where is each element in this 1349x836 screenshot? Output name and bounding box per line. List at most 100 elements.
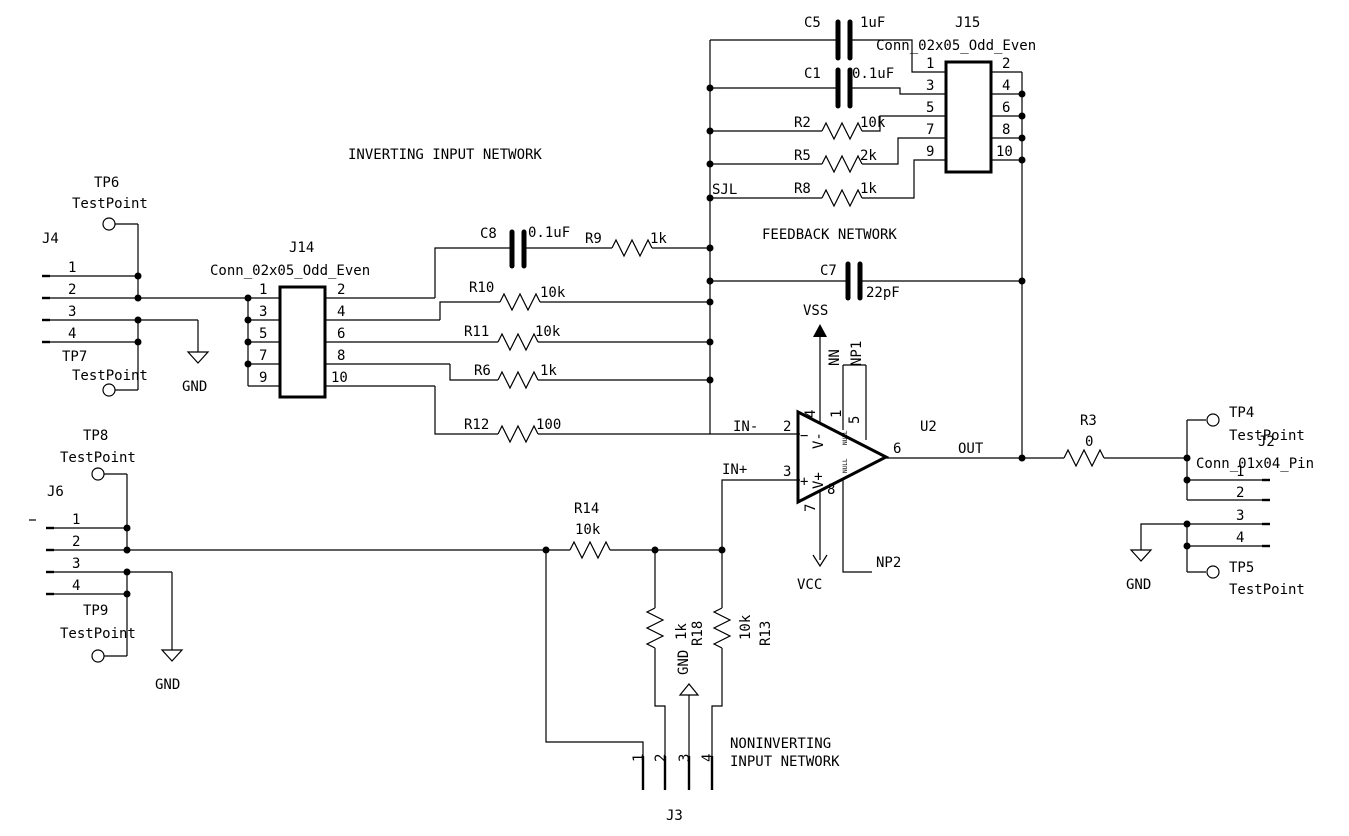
r2-value: 10k xyxy=(860,115,886,131)
tp7-reference: TP7 xyxy=(62,349,87,365)
testpoint-tp5: TP5 TestPoint xyxy=(1206,560,1305,598)
j2-pin-3: 3 xyxy=(1236,508,1244,524)
opamp-vminus-label: V- xyxy=(811,432,827,449)
tp7-value: TestPoint xyxy=(72,368,148,384)
testpoint-tp6: TP6 TestPoint xyxy=(72,175,148,231)
j14-pin-8: 8 xyxy=(337,348,345,364)
tp5-reference: TP5 xyxy=(1229,560,1254,576)
c8-reference: C8 xyxy=(480,226,497,242)
opamp-vplus-label: V+ xyxy=(811,472,827,489)
j14-pin-5: 5 xyxy=(259,326,267,342)
j3-pin-4: 4 xyxy=(700,754,716,762)
j14-pin-10: 10 xyxy=(331,370,348,386)
c5-reference: C5 xyxy=(804,15,821,31)
testpoint-tp9: TP9 TestPoint xyxy=(60,603,136,663)
j15-value: Conn_02x05_Odd_Even xyxy=(876,38,1036,54)
r12-reference: R12 xyxy=(464,417,489,433)
j14-pin-4: 4 xyxy=(337,304,345,320)
connector-j14: J14 Conn_02x05_Odd_Even 1 3 5 7 9 2 4 6 … xyxy=(210,240,450,399)
u2-reference: U2 xyxy=(920,419,937,435)
r3-reference: R3 xyxy=(1080,413,1097,429)
r9-reference: R9 xyxy=(585,231,602,247)
title-noninverting-network-line1: NONINVERTING xyxy=(730,736,831,752)
tp6-reference: TP6 xyxy=(94,175,119,191)
gnd-label-j4: GND xyxy=(182,379,207,395)
opamp-pin-6: 6 xyxy=(893,441,901,457)
c5-value: 1uF xyxy=(860,15,885,31)
tp5-value: TestPoint xyxy=(1229,582,1305,598)
r18-reference: R18 xyxy=(690,621,706,646)
j3-pin-3: 3 xyxy=(677,754,693,762)
r14-reference: R14 xyxy=(574,501,599,517)
connector-j15: J15 Conn_02x05_Odd_Even 1 3 5 7 9 2 4 6 … xyxy=(876,15,1036,174)
testpoint-tp8: TP8 TestPoint xyxy=(60,428,136,481)
j15-pin-6: 6 xyxy=(1002,100,1010,116)
j2-pin-4: 4 xyxy=(1236,530,1244,546)
r2-reference: R2 xyxy=(794,115,811,131)
j15-pin-7: 7 xyxy=(926,122,934,138)
opamp-pin-4: 4 xyxy=(803,410,819,418)
j6-pin-2: 2 xyxy=(72,534,80,550)
j14-pin-7: 7 xyxy=(259,348,267,364)
tp4-reference: TP4 xyxy=(1229,405,1254,421)
c1-value: 0.1uF xyxy=(852,66,894,82)
r10-reference: R10 xyxy=(469,280,494,296)
c8-value: 0.1uF xyxy=(528,225,570,241)
tp6-value: TestPoint xyxy=(72,196,148,212)
title-inverting-network: INVERTING INPUT NETWORK xyxy=(348,147,542,163)
c7-value: 22pF xyxy=(866,285,900,301)
opamp-minus-sign: − xyxy=(800,428,808,444)
j4-pin-4: 4 xyxy=(68,326,76,342)
r11-reference: R11 xyxy=(464,324,489,340)
j2-value: Conn_01x04_Pin xyxy=(1196,456,1314,472)
opamp-pin-7: 7 xyxy=(803,504,819,512)
net-label-nn: NN xyxy=(827,349,843,366)
title-feedback-network: FEEDBACK NETWORK xyxy=(762,227,897,243)
j15-pin-3: 3 xyxy=(926,78,934,94)
opamp-pin-5: 5 xyxy=(847,416,863,424)
opamp-null-label-top: NULL xyxy=(842,430,849,445)
r8-value: 1k xyxy=(860,181,877,197)
connector-j6: J6 1 2 3 4 xyxy=(29,484,546,596)
opamp-pin-8: 8 xyxy=(827,482,835,498)
r13-value: 10k xyxy=(738,614,754,640)
net-label-sjl: SJL xyxy=(712,182,737,198)
opamp-pin-3: 3 xyxy=(783,464,791,480)
j14-pin-2: 2 xyxy=(337,282,345,298)
j14-reference: J14 xyxy=(289,240,314,256)
r9-value: 1k xyxy=(650,231,667,247)
gnd-label-j2: GND xyxy=(1126,577,1151,593)
j15-pin-8: 8 xyxy=(1002,122,1010,138)
net-label-in-plus: IN+ xyxy=(722,462,747,478)
tp8-value: TestPoint xyxy=(60,450,136,466)
j2-pin-2: 2 xyxy=(1236,485,1244,501)
gnd-symbol-j2: GND xyxy=(1126,523,1158,593)
r12-value: 100 xyxy=(536,417,561,433)
j15-pin-9: 9 xyxy=(926,144,934,160)
j14-pin-1: 1 xyxy=(259,282,267,298)
r3-value: 0 xyxy=(1085,434,1093,450)
opamp-null-label-bottom: NULL xyxy=(842,458,849,473)
tp4-value: TestPoint xyxy=(1229,428,1305,444)
j15-pin-2: 2 xyxy=(1002,56,1010,72)
net-label-out: OUT xyxy=(958,441,984,457)
opamp-pin-2: 2 xyxy=(783,419,791,435)
j2-pin-1: 1 xyxy=(1236,464,1244,480)
j14-value: Conn_02x05_Odd_Even xyxy=(210,263,370,279)
r6-reference: R6 xyxy=(474,363,491,379)
gnd-label-j3: GND xyxy=(676,650,692,675)
net-label-np2: NP2 xyxy=(876,555,901,571)
connector-j2: J2 Conn_01x04_Pin 1 2 3 4 xyxy=(1158,419,1314,548)
r5-reference: R5 xyxy=(794,148,811,164)
j15-pin-4: 4 xyxy=(1002,78,1010,94)
j6-pin-3: 3 xyxy=(72,556,80,572)
j6-reference: J6 xyxy=(47,484,64,500)
r10-value: 10k xyxy=(540,285,566,301)
testpoint-tp7: TP7 TestPoint xyxy=(62,349,148,397)
tp8-reference: TP8 xyxy=(83,428,108,444)
tp9-value: TestPoint xyxy=(60,626,136,642)
connector-j4: J4 1 2 3 4 xyxy=(42,231,248,344)
r13-reference: R13 xyxy=(758,621,774,646)
c1-reference: C1 xyxy=(804,66,821,82)
